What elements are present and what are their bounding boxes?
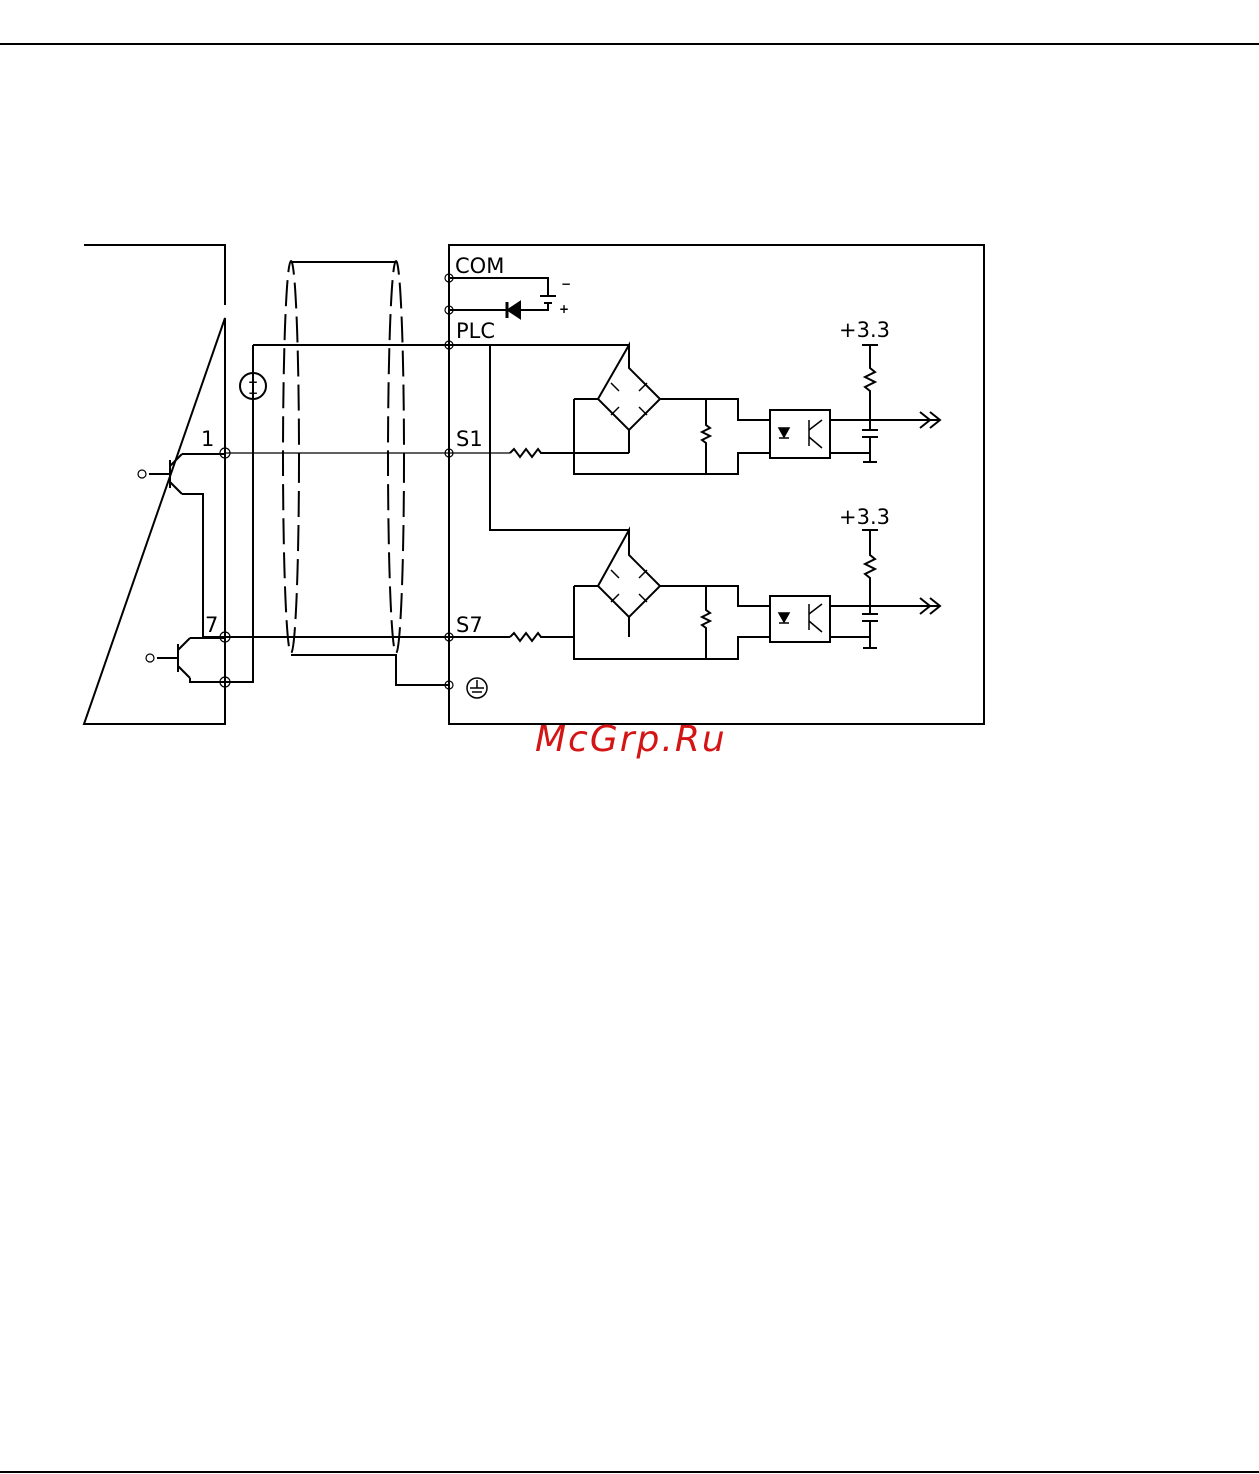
shunt-resistor bbox=[702, 586, 710, 659]
label-vcc-top: +3.3 bbox=[839, 318, 890, 342]
label-terminal-7: 7 bbox=[205, 613, 218, 637]
supply-minus-sign: − bbox=[248, 386, 258, 400]
diode-icon bbox=[507, 302, 520, 318]
label-s7: S7 bbox=[456, 613, 483, 637]
s1-resistor bbox=[510, 449, 629, 457]
inverter-box bbox=[449, 245, 984, 724]
external-transistor-7 bbox=[157, 638, 225, 682]
bridge-rectifier-icon bbox=[598, 530, 660, 637]
bottom-rule bbox=[0, 1471, 1259, 1473]
input-terminal-7 bbox=[146, 654, 154, 662]
bridge-rectifier-icon bbox=[598, 345, 660, 453]
label-vcc-bottom: +3.3 bbox=[839, 505, 890, 529]
shield-wire bbox=[291, 262, 449, 685]
input-circuit-upper bbox=[574, 345, 940, 474]
watermark: McGrp.Ru bbox=[535, 719, 727, 760]
external-transistor-1 bbox=[149, 454, 225, 637]
cable-shield-right bbox=[388, 261, 404, 653]
optocoupler-icon bbox=[770, 596, 830, 642]
plc-wire bbox=[225, 345, 629, 682]
input-terminal-1 bbox=[138, 470, 146, 478]
pullup-resistor bbox=[862, 345, 878, 462]
ground-icon bbox=[467, 678, 487, 698]
label-terminal-1: 1 bbox=[201, 427, 214, 451]
external-device-box bbox=[84, 245, 225, 724]
input-circuit-lower bbox=[574, 530, 940, 659]
optocoupler-icon bbox=[770, 410, 830, 458]
s7-resistor bbox=[510, 633, 574, 641]
pullup-resistor bbox=[862, 530, 878, 648]
shunt-resistor bbox=[702, 399, 710, 474]
cable-shield-left bbox=[283, 261, 299, 653]
battery-minus-sign: − bbox=[561, 277, 571, 291]
battery-plus-sign: + bbox=[559, 302, 569, 316]
plc-drop bbox=[490, 345, 629, 530]
com-wire bbox=[449, 278, 556, 310]
label-com: COM bbox=[455, 254, 504, 278]
label-s1: S1 bbox=[456, 427, 483, 451]
label-plc: PLC bbox=[456, 319, 495, 343]
